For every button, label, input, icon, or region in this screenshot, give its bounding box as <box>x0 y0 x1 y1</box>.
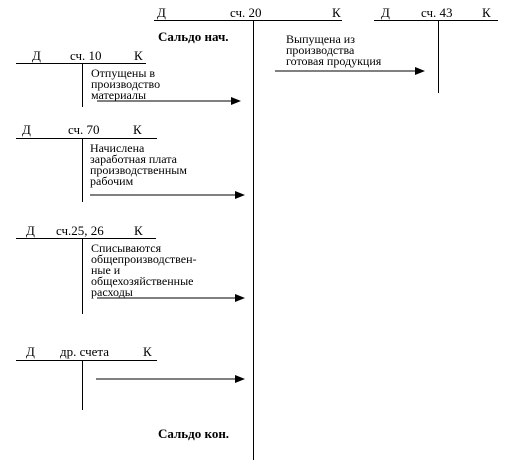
account-43-credit-label: К <box>482 5 491 20</box>
account-10-credit-label: К <box>134 48 143 63</box>
account-25-26-credit-label: К <box>134 223 143 238</box>
account-20-opening-balance: Сальдо нач. <box>158 29 229 44</box>
arrow-10-to-20 <box>97 97 241 105</box>
account-70-top-line <box>16 138 157 139</box>
account-25-26-divider-line <box>82 238 83 314</box>
account-25-26-name: сч.25, 26 <box>56 223 104 238</box>
account-70-credit-label: К <box>133 122 142 137</box>
account-43-entry-text: Выпущена из производства готовая продукц… <box>286 32 382 68</box>
account-10-name: сч. 10 <box>70 48 102 63</box>
arrow-25-26-to-20 <box>97 294 245 302</box>
account-43-top-line <box>374 20 498 21</box>
arrow-20-to-43 <box>275 67 425 75</box>
account-10-divider-line <box>82 63 83 107</box>
account-20-divider-line <box>253 20 254 460</box>
arrow-70-to-20 <box>90 191 245 199</box>
account-25-26-debit-label: Д <box>26 223 35 238</box>
other-accounts-top-line <box>16 360 157 361</box>
account-10-top-line <box>16 63 146 64</box>
account-25-26-entry-text: Списываются общепроизводствен- ные и общ… <box>91 241 197 299</box>
account-43-name: сч. 43 <box>421 5 453 20</box>
arrow-other-to-20 <box>96 375 245 383</box>
account-25-26-top-line <box>16 238 156 239</box>
account-10-entry-text: Отпущены в производство материалы <box>91 66 161 102</box>
account-20-name: сч. 20 <box>230 5 262 20</box>
other-accounts-divider-line <box>82 360 83 410</box>
account-20-top-line <box>154 20 342 21</box>
account-70-divider-line <box>82 138 83 202</box>
other-accounts-credit-label: К <box>143 344 152 359</box>
account-20-closing-balance: Сальдо кон. <box>158 426 230 441</box>
account-10-debit-label: Д <box>32 48 41 63</box>
account-70-entry-text: Начислена заработная плата производствен… <box>90 141 187 188</box>
other-accounts-name: др. счета <box>60 344 110 359</box>
account-20-debit-label: Д <box>157 5 166 20</box>
account-70-debit-label: Д <box>22 122 31 137</box>
other-accounts-debit-label: Д <box>26 344 35 359</box>
account-43-debit-label: Д <box>381 5 390 20</box>
account-20-credit-label: К <box>332 5 341 20</box>
account-70-name: сч. 70 <box>68 122 100 137</box>
account-43-divider-line <box>438 20 439 93</box>
